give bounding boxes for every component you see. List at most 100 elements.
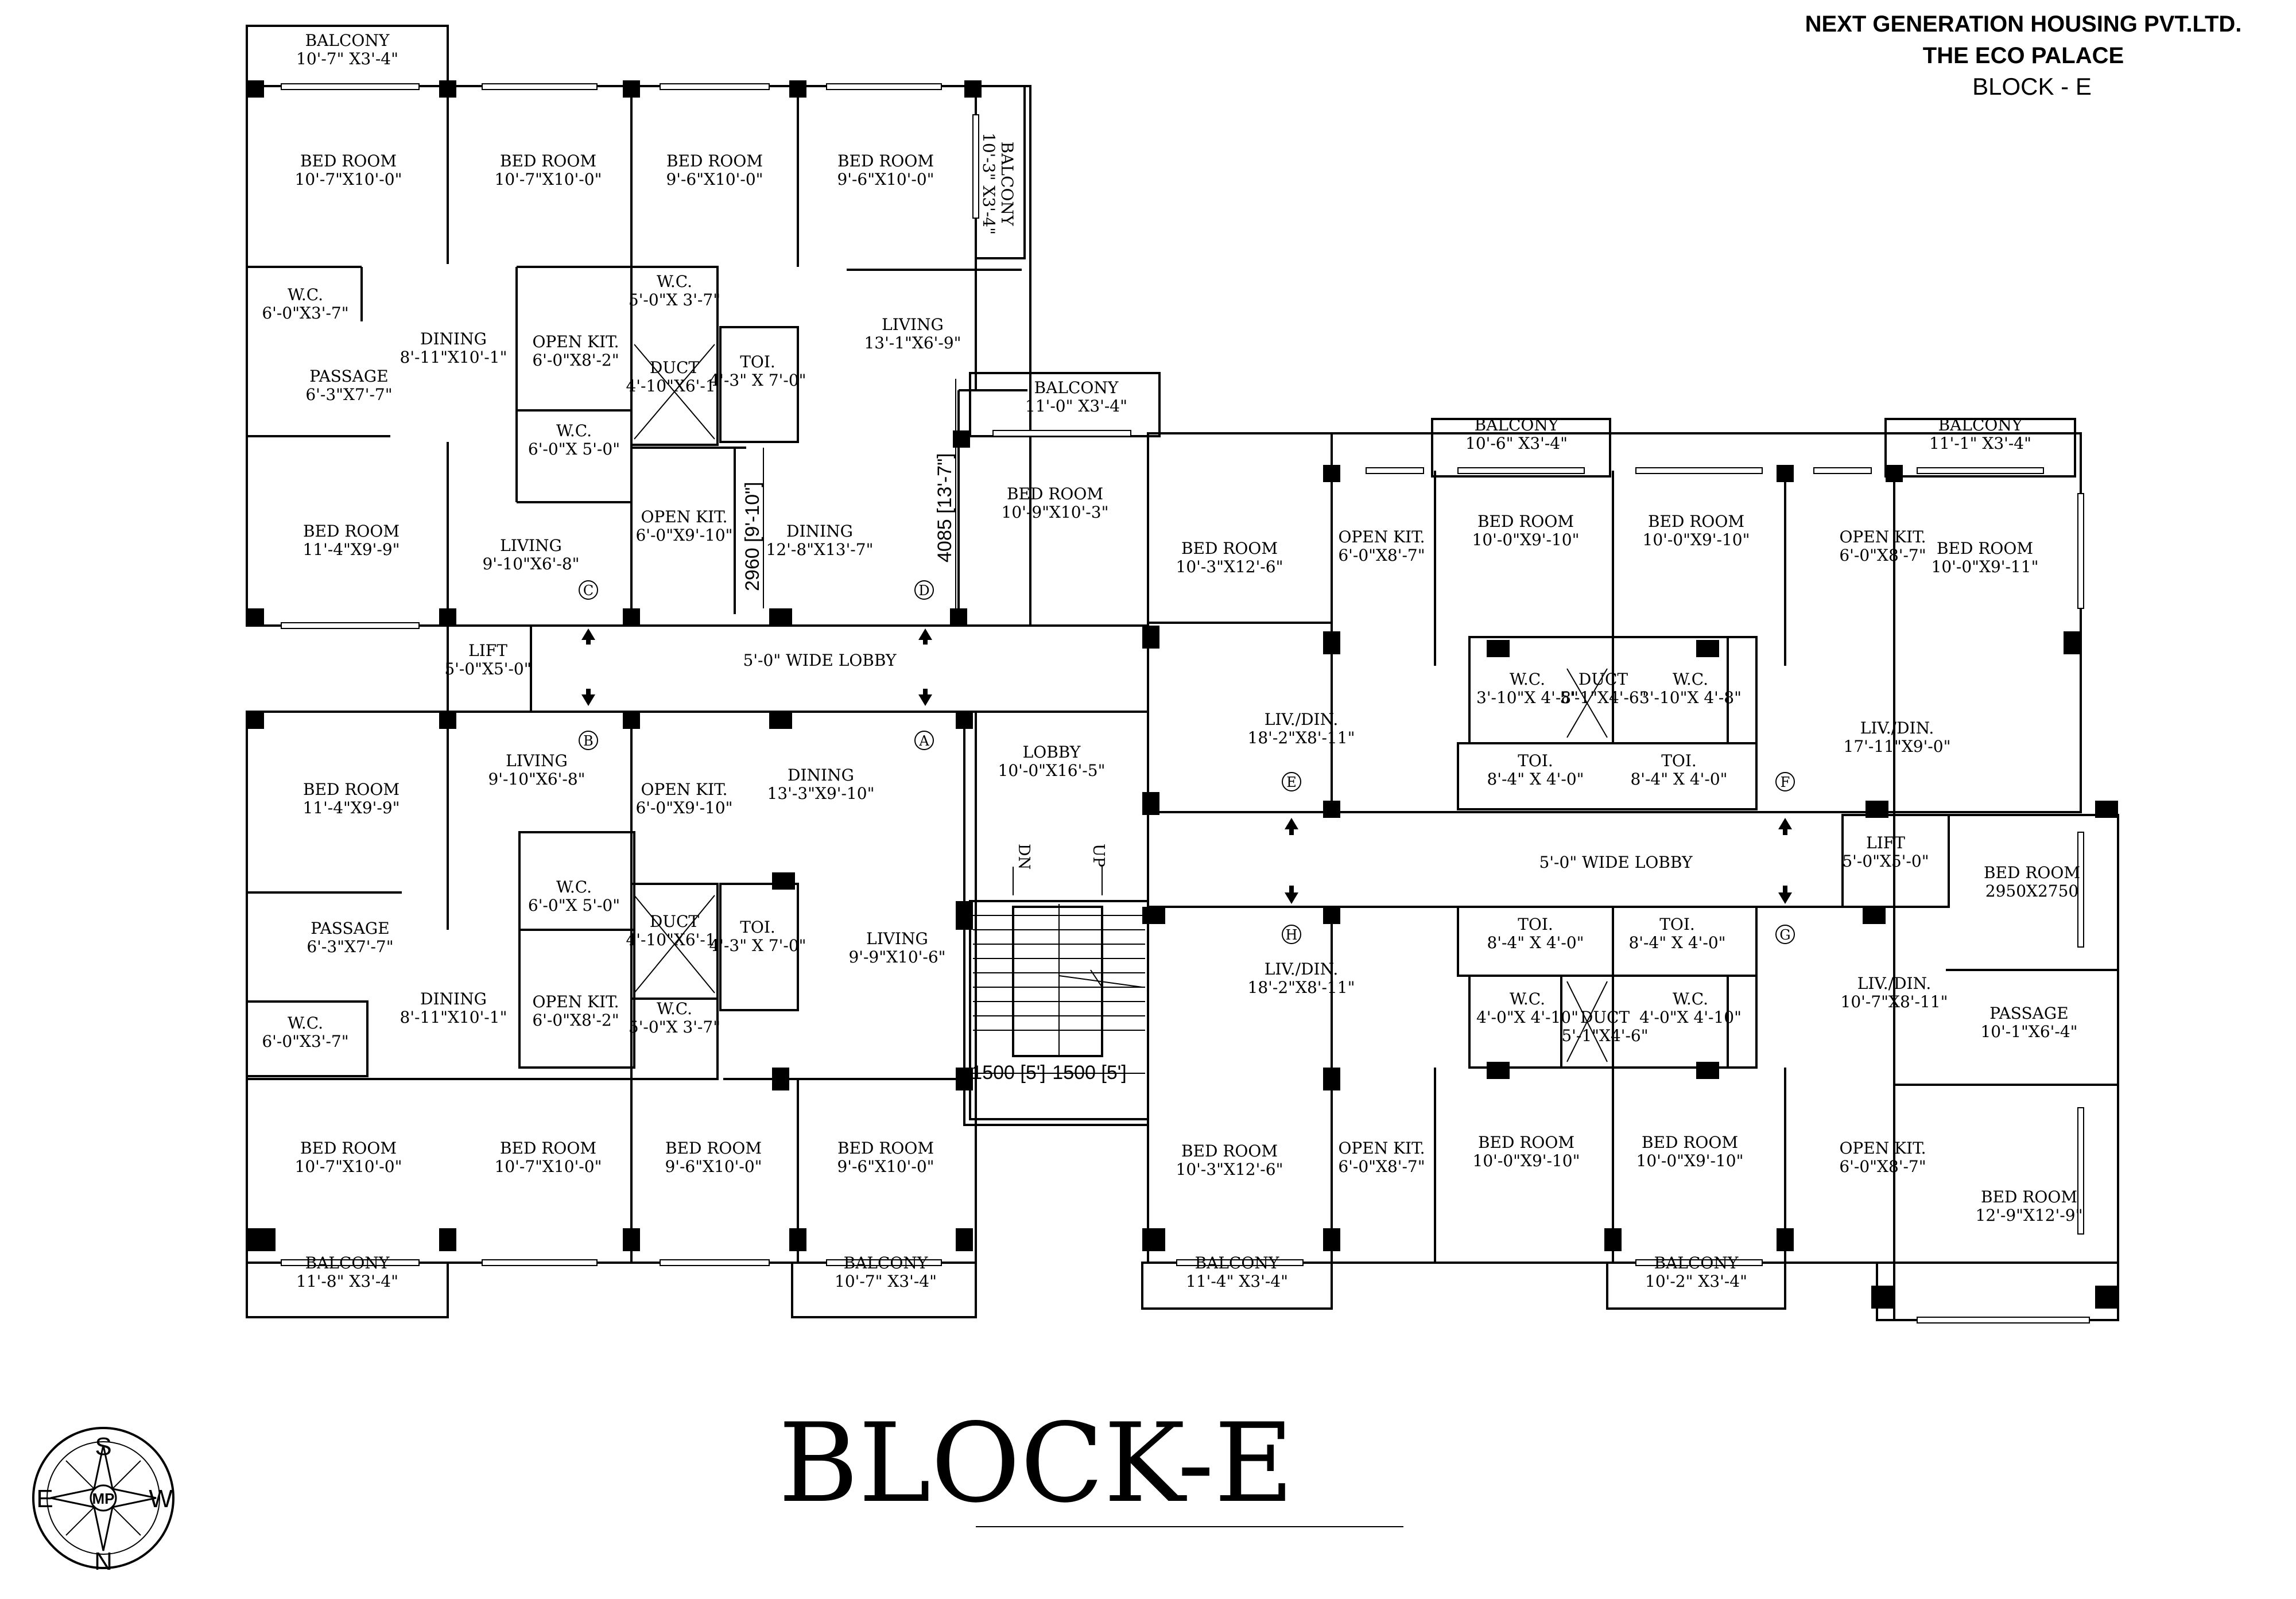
duct-hatches xyxy=(634,344,1608,1062)
room-size: 11'-1" X3'-4" xyxy=(1929,434,2031,453)
room-size: 6'-0"X9'-10" xyxy=(635,798,732,817)
room-name: PASSAGE xyxy=(311,919,389,938)
room-size: 6'-0"X8'-2" xyxy=(532,1011,619,1030)
stair-up-label: UP xyxy=(1089,844,1107,867)
room-name: BED ROOM xyxy=(1984,863,2080,882)
room-size: 10'-0"X9'-10" xyxy=(1643,530,1750,549)
room-name: BALCONY xyxy=(1938,416,2023,434)
room-name: TOI. xyxy=(1661,751,1697,770)
room-name: DUCT xyxy=(1578,670,1628,689)
room-size: 11'-4" X3'-4" xyxy=(1186,1272,1288,1291)
room-name: W.C. xyxy=(657,272,692,291)
room-name: LIV./DIN. xyxy=(1857,974,1931,993)
room-name: BED ROOM xyxy=(1648,512,1744,531)
room-size: 3'-10"X 4'-8" xyxy=(1476,688,1578,707)
room-size: 4'-0"X 4'-10" xyxy=(1476,1008,1578,1027)
room-size: 4'-10"X6'-1" xyxy=(626,930,723,949)
walls xyxy=(246,25,2119,1321)
compass-bottom: N xyxy=(94,1547,113,1575)
room-size: 10'-0"X9'-11" xyxy=(1932,557,2039,576)
room-label: W.C.3'-10"X 4'-8" xyxy=(1476,670,1578,707)
room-size: 18'-2"X8'-11" xyxy=(1248,728,1355,747)
room-size: 10'-0"X9'-10" xyxy=(1472,530,1580,549)
windows xyxy=(281,83,2090,1324)
room-name: BED ROOM xyxy=(300,152,397,170)
room-label: TOI.8'-4" X 4'-0" xyxy=(1487,915,1584,952)
marker-g: G xyxy=(1779,927,1790,943)
marker-h: H xyxy=(1286,927,1298,943)
room-label: BALCONY10'-3" X3'-4" xyxy=(979,133,1017,235)
stair-treads xyxy=(973,915,1145,1031)
room-size: 10'-3"X12'-6" xyxy=(1176,1160,1283,1179)
flat-markers: A B C D E F G H xyxy=(579,580,1795,944)
room-name: BED ROOM xyxy=(500,152,596,170)
room-name: 5'-0" WIDE LOBBY xyxy=(743,651,897,670)
room-label: W.C.4'-0"X 4'-10" xyxy=(1639,989,1742,1027)
room-size: 10'-7" X3'-4" xyxy=(296,49,398,68)
room-name: LIVING xyxy=(500,536,562,555)
room-size: 10'-1"X6'-4" xyxy=(1980,1022,2077,1041)
room-name: LIVING xyxy=(866,929,928,948)
room-label: W.C.3'-10"X 4'-8" xyxy=(1639,670,1742,707)
room-label: OPEN KIT.6'-0"X8'-7" xyxy=(1839,527,1926,565)
room-label: OPEN KIT.6'-0"X8'-2" xyxy=(532,332,619,370)
room-size: 9'-6"X10'-0" xyxy=(837,170,934,189)
room-label: OPEN KIT.6'-0"X9'-10" xyxy=(635,507,732,545)
room-size: 8'-4" X 4'-0" xyxy=(1487,933,1584,952)
room-size: 9'-10"X6'-8" xyxy=(482,554,579,573)
room-name: BED ROOM xyxy=(1007,484,1103,503)
room-name: OPEN KIT. xyxy=(532,332,619,351)
room-size: 9'-10"X6'-8" xyxy=(488,770,585,789)
room-size: 10'-7"X10'-0" xyxy=(495,170,602,189)
room-name: LIFT xyxy=(1866,833,1905,852)
room-name: TOI. xyxy=(1659,915,1695,934)
room-size: 8'-4" X 4'-0" xyxy=(1628,933,1725,952)
room-name: 5'-0" WIDE LOBBY xyxy=(1539,853,1693,872)
room-name: OPEN KIT. xyxy=(641,780,727,799)
compass-right: W xyxy=(149,1485,173,1513)
room-size: 3'-10"X 4'-8" xyxy=(1639,688,1742,707)
marker-d: D xyxy=(918,583,929,599)
staircase[interactable]: DN UP 1500 [5'] 1500 [5'] xyxy=(970,844,1145,1084)
room-label: OPEN KIT.6'-0"X8'-7" xyxy=(1338,1139,1425,1176)
room-size: 10'-6" X3'-4" xyxy=(1465,434,1568,453)
room-name: W.C. xyxy=(556,421,592,440)
room-name: BED ROOM xyxy=(1478,1133,1574,1152)
room-label: TOI.4'-3" X 7'-0" xyxy=(709,918,806,955)
room-label: TOI.8'-4" X 4'-0" xyxy=(1630,751,1727,789)
room-name: W.C. xyxy=(1673,670,1708,689)
room-name: BED ROOM xyxy=(837,1139,934,1158)
room-name: BED ROOM xyxy=(300,1139,397,1158)
room-size: 10'-0"X16'-5" xyxy=(998,761,1106,780)
room-name: BED ROOM xyxy=(666,152,763,170)
room-label: W.C.5'-0"X 3'-7" xyxy=(629,999,720,1037)
room-size: 10'-3" X3'-4" xyxy=(979,133,998,235)
room-name: W.C. xyxy=(556,878,592,896)
room-name: DINING xyxy=(420,989,487,1008)
room-size: 6'-0"X3'-7" xyxy=(262,304,348,323)
room-size: 6'-0"X8'-2" xyxy=(532,351,619,370)
room-size: 8'-4" X 4'-0" xyxy=(1487,770,1584,789)
room-size: 5'-0"X 3'-7" xyxy=(629,1018,720,1037)
room-name: OPEN KIT. xyxy=(641,507,727,526)
